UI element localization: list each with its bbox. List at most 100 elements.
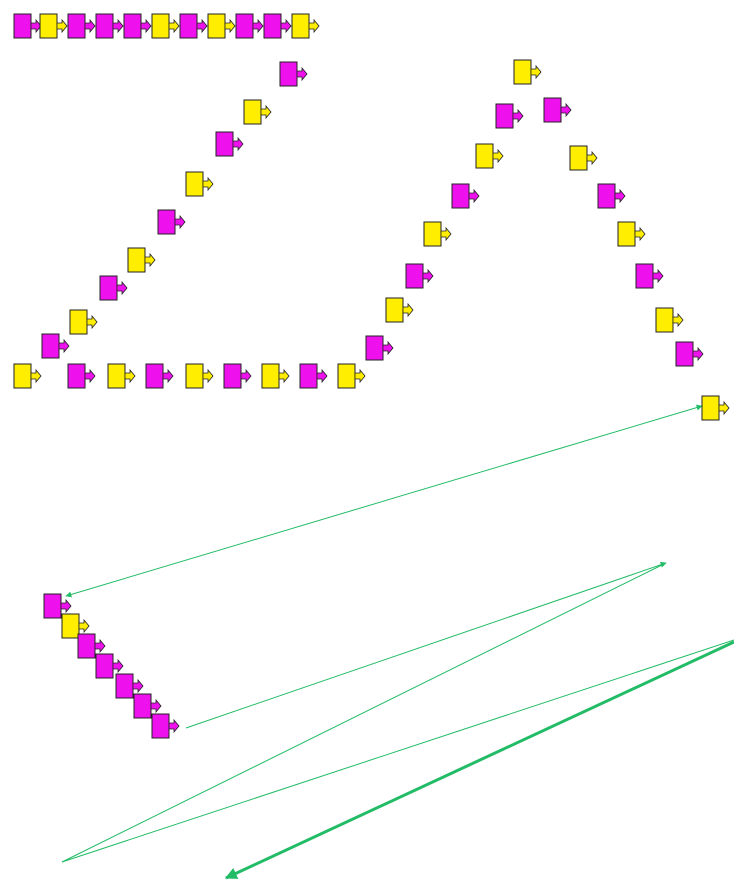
box-with-right-arrow-icon	[141, 20, 151, 32]
connector-arrow-4[interactable]	[62, 640, 734, 862]
box-with-right-arrow-icon	[113, 660, 123, 672]
box-with-right-arrow-icon	[87, 316, 97, 328]
box-with-right-arrow-icon	[317, 370, 327, 382]
node-yellow-17[interactable]	[128, 248, 155, 272]
node-yellow-27[interactable]	[262, 364, 289, 388]
box-with-right-arrow-icon	[175, 216, 185, 228]
node-magenta-10[interactable]	[264, 14, 291, 38]
node-magenta-44[interactable]	[676, 342, 703, 366]
node-layer	[14, 14, 729, 738]
box-with-right-arrow-icon	[241, 370, 251, 382]
node-yellow-15[interactable]	[186, 172, 213, 196]
node-yellow-45[interactable]	[702, 396, 729, 420]
connector-arrow-3[interactable]	[62, 563, 666, 862]
box-with-right-arrow-icon	[85, 20, 95, 32]
node-magenta-42[interactable]	[636, 264, 663, 288]
connector-arrow-5[interactable]	[226, 642, 734, 878]
node-yellow-37[interactable]	[514, 60, 541, 84]
node-magenta-9[interactable]	[236, 14, 263, 38]
node-magenta-14[interactable]	[216, 132, 243, 156]
box-with-right-arrow-icon	[203, 178, 213, 190]
node-yellow-43[interactable]	[656, 308, 683, 332]
box-with-right-arrow-icon	[85, 370, 95, 382]
node-magenta-22[interactable]	[68, 364, 95, 388]
node-yellow-31[interactable]	[386, 298, 413, 322]
box-with-right-arrow-icon	[59, 340, 69, 352]
box-with-right-arrow-icon	[61, 600, 71, 612]
node-magenta-3[interactable]	[68, 14, 95, 38]
box-with-right-arrow-icon	[469, 190, 479, 202]
box-with-right-arrow-icon	[281, 20, 291, 32]
box-with-right-arrow-icon	[441, 228, 451, 240]
box-with-right-arrow-icon	[531, 66, 541, 78]
box-with-right-arrow-icon	[719, 402, 729, 414]
box-with-right-arrow-icon	[513, 110, 523, 122]
box-with-right-arrow-icon	[423, 270, 433, 282]
node-magenta-18[interactable]	[100, 276, 127, 300]
node-magenta-12[interactable]	[280, 62, 307, 86]
node-magenta-40[interactable]	[598, 184, 625, 208]
box-with-right-arrow-icon	[587, 152, 597, 164]
box-with-right-arrow-icon	[653, 270, 663, 282]
node-yellow-33[interactable]	[424, 222, 451, 246]
box-with-right-arrow-icon	[693, 348, 703, 360]
node-magenta-26[interactable]	[224, 364, 251, 388]
box-with-right-arrow-icon	[561, 104, 571, 116]
node-magenta-36[interactable]	[496, 104, 523, 128]
box-with-right-arrow-icon	[113, 20, 123, 32]
box-with-right-arrow-icon	[133, 680, 143, 692]
box-with-right-arrow-icon	[125, 370, 135, 382]
box-with-right-arrow-icon	[297, 68, 307, 80]
box-with-right-arrow-icon	[117, 282, 127, 294]
box-with-right-arrow-icon	[57, 20, 67, 32]
box-with-right-arrow-icon	[169, 20, 179, 32]
box-with-right-arrow-icon	[203, 370, 213, 382]
box-with-right-arrow-icon	[151, 700, 161, 712]
node-yellow-19[interactable]	[70, 310, 97, 334]
box-with-right-arrow-icon	[163, 370, 173, 382]
box-with-right-arrow-icon	[253, 20, 263, 32]
node-magenta-16[interactable]	[158, 210, 185, 234]
node-yellow-29[interactable]	[338, 364, 365, 388]
box-with-right-arrow-icon	[673, 314, 683, 326]
node-yellow-8[interactable]	[208, 14, 235, 38]
node-magenta-7[interactable]	[180, 14, 207, 38]
box-with-right-arrow-icon	[279, 370, 289, 382]
connector-layer	[62, 406, 734, 878]
node-magenta-34[interactable]	[452, 184, 479, 208]
box-with-right-arrow-icon	[197, 20, 207, 32]
node-magenta-38[interactable]	[544, 98, 571, 122]
node-magenta-28[interactable]	[300, 364, 327, 388]
node-yellow-23[interactable]	[108, 364, 135, 388]
node-yellow-41[interactable]	[618, 222, 645, 246]
node-yellow-21[interactable]	[14, 364, 41, 388]
node-magenta-30[interactable]	[366, 336, 393, 360]
connector-arrow-2[interactable]	[186, 563, 666, 728]
node-magenta-32[interactable]	[406, 264, 433, 288]
node-yellow-39[interactable]	[570, 146, 597, 170]
node-yellow-2[interactable]	[40, 14, 67, 38]
node-yellow-13[interactable]	[244, 100, 271, 124]
node-magenta-1[interactable]	[14, 14, 41, 38]
box-with-right-arrow-icon	[233, 138, 243, 150]
node-magenta-4[interactable]	[96, 14, 123, 38]
box-with-right-arrow-icon	[169, 720, 179, 732]
box-with-right-arrow-icon	[383, 342, 393, 354]
node-yellow-35[interactable]	[476, 144, 503, 168]
node-magenta-5[interactable]	[124, 14, 151, 38]
box-with-right-arrow-icon	[95, 640, 105, 652]
node-yellow-11[interactable]	[292, 14, 319, 38]
node-magenta-24[interactable]	[146, 364, 173, 388]
node-magenta-52[interactable]	[152, 714, 179, 738]
box-with-right-arrow-icon	[145, 254, 155, 266]
box-with-right-arrow-icon	[635, 228, 645, 240]
box-with-right-arrow-icon	[355, 370, 365, 382]
node-yellow-6[interactable]	[152, 14, 179, 38]
node-yellow-25[interactable]	[186, 364, 213, 388]
box-with-right-arrow-icon	[403, 304, 413, 316]
connector-arrow-1[interactable]	[66, 406, 702, 596]
box-with-right-arrow-icon	[261, 106, 271, 118]
box-with-right-arrow-icon	[615, 190, 625, 202]
node-magenta-20[interactable]	[42, 334, 69, 358]
